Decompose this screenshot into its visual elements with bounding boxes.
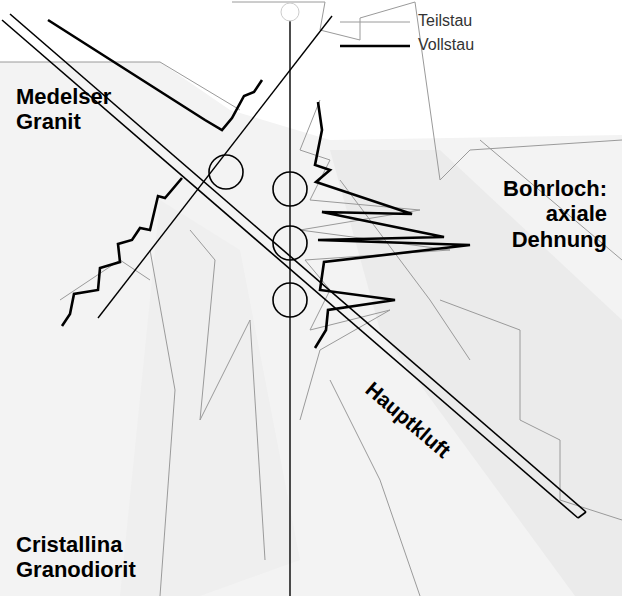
legend-text: Teilstau	[418, 12, 472, 30]
cross-joint	[98, 16, 332, 318]
legend-samples	[340, 22, 410, 46]
full-deformation-lines	[48, 20, 470, 348]
main-joint	[2, 14, 586, 518]
legend-line	[340, 22, 410, 23]
rock-ground	[0, 62, 622, 596]
borehole-head	[281, 3, 299, 21]
legend-text: Vollstau	[418, 36, 474, 54]
rock-label: Cristallina Granodiorit	[16, 532, 176, 583]
borehole-line	[289, 20, 290, 596]
rock-band	[120, 200, 300, 596]
legend-line	[340, 45, 410, 48]
measuring-point	[209, 155, 307, 317]
rock-band	[330, 150, 622, 596]
rock-label: Bohrloch: axiale Dehnung	[462, 176, 607, 252]
joint-label: Hauptkluft	[361, 377, 456, 463]
rock-label: Medelser Granit	[16, 84, 141, 135]
